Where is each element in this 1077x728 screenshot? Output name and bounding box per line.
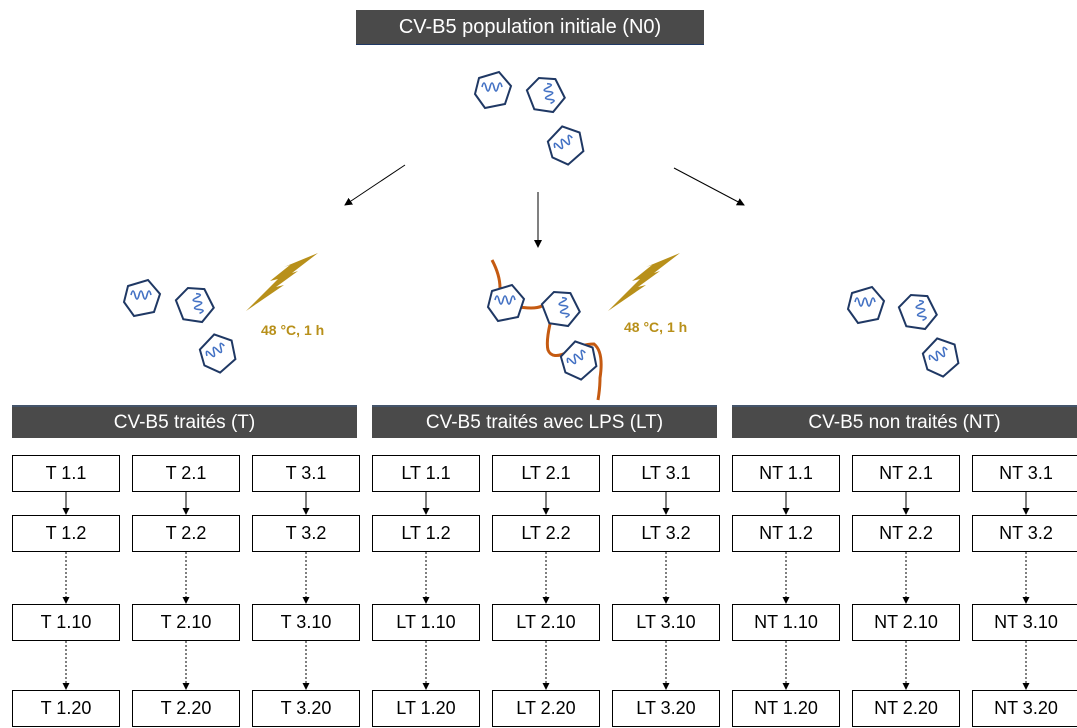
passage-box: NT 1.2	[732, 515, 840, 552]
condition-label-lps: 48 °C, 1 h	[624, 319, 688, 335]
passage-box: LT 1.2	[372, 515, 480, 552]
virus-particle-icon	[192, 327, 244, 379]
passage-box: NT 3.2	[972, 515, 1077, 552]
lps-treated-icons	[487, 253, 680, 401]
passage-box: LT 3.2	[612, 515, 720, 552]
lightning-icon	[246, 253, 318, 311]
passage-box: NT 3.1	[972, 455, 1077, 492]
virus-particle-icon	[896, 290, 940, 334]
untreated-icons	[847, 286, 967, 383]
passage-box: LT 2.2	[492, 515, 600, 552]
passage-box: NT 1.1	[732, 455, 840, 492]
virus-particle-icon	[173, 283, 217, 327]
passage-box: LT 1.20	[372, 690, 480, 727]
lps-chain-icon	[490, 259, 603, 401]
virus-particle-icon	[524, 73, 568, 117]
passage-box: T 1.10	[12, 604, 120, 641]
arrow-icon	[673, 167, 745, 206]
arrow-icon	[344, 164, 406, 206]
passage-box: LT 2.1	[492, 455, 600, 492]
group-header-treated: CV-B5 traités (T)	[12, 405, 357, 438]
group-header-untreated: CV-B5 non traités (NT)	[732, 405, 1077, 438]
passage-box: T 3.10	[252, 604, 360, 641]
passage-box: T 3.20	[252, 690, 360, 727]
passage-box: NT 2.2	[852, 515, 960, 552]
passage-box: LT 3.10	[612, 604, 720, 641]
passage-box: LT 2.20	[492, 690, 600, 727]
passage-box: T 3.2	[252, 515, 360, 552]
virus-particle-icon	[915, 331, 967, 383]
passage-box: LT 3.20	[612, 690, 720, 727]
title-box: CV-B5 population initiale (N0)	[356, 10, 704, 44]
initial-population-icons	[474, 71, 592, 171]
passage-box: NT 2.1	[852, 455, 960, 492]
passage-box: NT 3.10	[972, 604, 1077, 641]
passage-box: T 1.2	[12, 515, 120, 552]
passage-box: NT 2.20	[852, 690, 960, 727]
passage-box: T 1.1	[12, 455, 120, 492]
virus-particle-icon	[487, 284, 525, 322]
virus-particle-icon	[474, 71, 512, 109]
passage-box: T 3.1	[252, 455, 360, 492]
passage-box: NT 2.10	[852, 604, 960, 641]
passage-box: LT 1.10	[372, 604, 480, 641]
passage-box: T 2.10	[132, 604, 240, 641]
virus-particle-icon	[553, 334, 605, 386]
lightning-icon	[608, 253, 680, 311]
group-header-lps: CV-B5 traités avec LPS (LT)	[372, 405, 717, 438]
virus-particle-icon	[123, 279, 161, 317]
passage-box: T 2.1	[132, 455, 240, 492]
passage-box: NT 1.10	[732, 604, 840, 641]
virus-particle-icon	[847, 286, 885, 324]
passage-box: LT 1.1	[372, 455, 480, 492]
passage-box: T 2.2	[132, 515, 240, 552]
diagram-title: CV-B5 population initiale (N0)	[398, 15, 662, 38]
passage-box: LT 2.10	[492, 604, 600, 641]
passage-box: NT 3.20	[972, 690, 1077, 727]
treated-icons	[123, 253, 318, 379]
passage-box: T 1.20	[12, 690, 120, 727]
passage-connectors	[62, 492, 1030, 690]
condition-label-treated: 48 °C, 1 h	[261, 322, 325, 338]
passage-box: NT 1.20	[732, 690, 840, 727]
virus-particle-icon	[539, 287, 583, 331]
passage-box: LT 3.1	[612, 455, 720, 492]
passage-box: T 2.20	[132, 690, 240, 727]
virus-particle-icon	[540, 119, 592, 171]
